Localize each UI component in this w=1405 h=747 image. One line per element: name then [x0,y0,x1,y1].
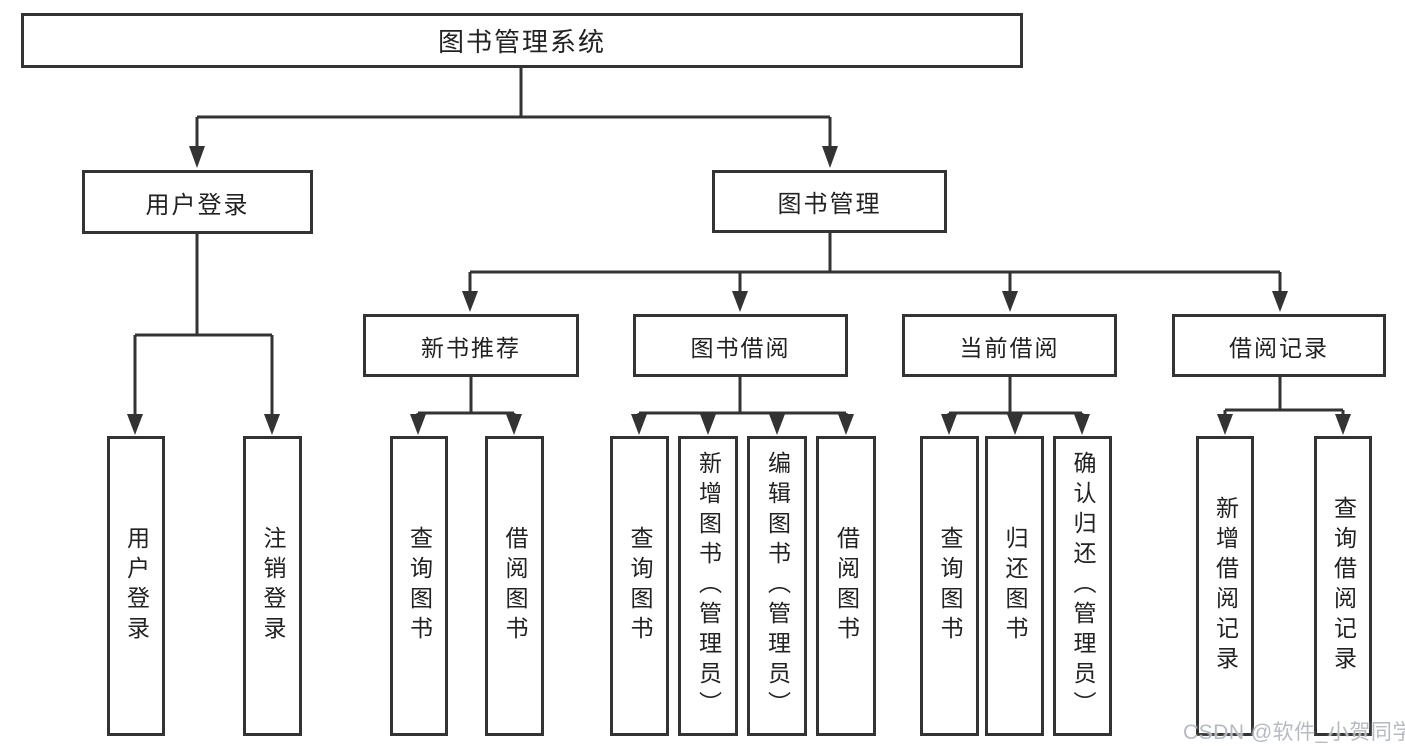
leaf-logout: 注销登录 [243,436,302,736]
node-new-book-recommendation: 新书推荐 [363,314,579,377]
node-book-management: 图书管理 [712,170,947,233]
leaf-query-books-current: 查询图书 [920,436,979,736]
leaf-borrow-books-recommend: 借阅图书 [485,436,544,736]
node-current-borrowing: 当前借阅 [902,314,1117,377]
leaf-confirm-return-admin: 确认归还（管理员） [1053,436,1112,736]
leaf-add-books-admin: 新增图书（管理员） [678,436,738,736]
leaf-query-borrow-record: 查询借阅记录 [1314,436,1372,736]
leaf-query-books-recommend: 查询图书 [390,436,448,736]
leaf-edit-books-admin: 编辑图书（管理员） [747,436,807,736]
leaf-return-books: 归还图书 [985,436,1044,736]
node-user-login: 用户登录 [82,170,313,234]
arrowheads [127,146,1351,435]
node-root: 图书管理系统 [21,13,1023,68]
leaf-user-login: 用户登录 [107,436,165,736]
node-book-borrowing: 图书借阅 [633,314,848,377]
leaf-query-books-borrow: 查询图书 [610,436,669,736]
leaf-borrow-books: 借阅图书 [816,436,876,736]
node-borrowing-records: 借阅记录 [1172,314,1386,377]
csdn-watermark: CSDN @软件_小贺同学 [1183,721,1405,744]
leaf-add-borrow-record: 新增借阅记录 [1196,436,1254,736]
